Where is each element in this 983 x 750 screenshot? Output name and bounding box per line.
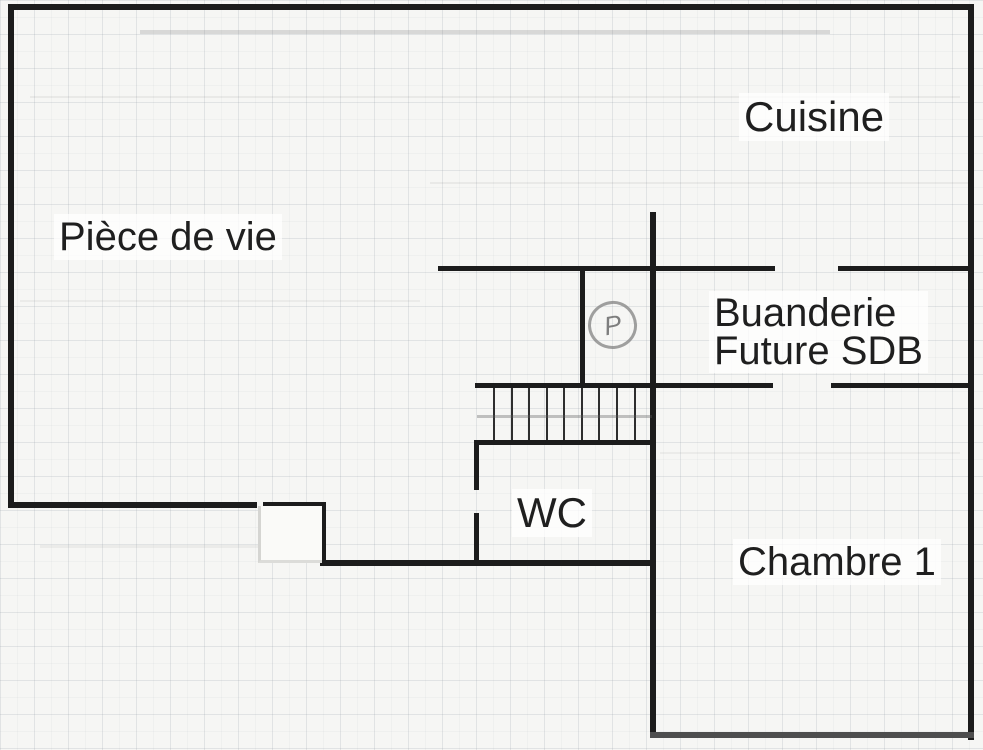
wall-wc-left-lower — [474, 513, 479, 565]
stair-tread — [546, 388, 548, 440]
stair-tread — [511, 388, 513, 440]
wall-wc-left-upper — [474, 440, 479, 490]
stair-tread — [598, 388, 600, 440]
wall-step-vertical — [320, 502, 326, 566]
stair-tread — [634, 388, 636, 440]
stair-tread — [528, 388, 530, 440]
pencil-smudge — [477, 415, 652, 418]
room-label-wc: WC — [512, 489, 592, 537]
wall-living-bottom-left — [8, 502, 257, 508]
wall-living-bottom-right — [263, 502, 326, 508]
wall-stair-bottom — [475, 440, 656, 445]
erased-door-notch — [258, 506, 322, 563]
wall-outer-top — [8, 4, 974, 10]
stair-tread — [563, 388, 565, 440]
wall-stair-head-vertical — [580, 266, 585, 387]
wall-outer-right — [968, 4, 974, 740]
wall-chambre-bottom — [650, 732, 974, 738]
wall-cuisine-bottom-left — [438, 266, 775, 271]
staircase — [475, 388, 656, 440]
wall-central-vertical — [650, 212, 656, 738]
wall-outer-left — [8, 4, 14, 508]
wall-buanderie-bottom-left — [475, 383, 773, 388]
stair-tread — [581, 388, 583, 440]
wall-buanderie-bottom-right — [831, 383, 974, 388]
stair-tread — [493, 388, 495, 440]
buanderie-line1: Buanderie — [714, 291, 897, 335]
wall-cuisine-bottom-right — [838, 266, 974, 271]
buanderie-line2: Future SDB — [714, 329, 923, 373]
stair-tread — [616, 388, 618, 440]
room-label-piece-de-vie: Pièce de vie — [54, 214, 282, 260]
wall-step-bottom — [320, 560, 656, 566]
room-label-cuisine: Cuisine — [739, 93, 890, 141]
room-label-chambre-1: Chambre 1 — [733, 539, 941, 585]
pencil-annotation-letter: P — [601, 308, 624, 342]
